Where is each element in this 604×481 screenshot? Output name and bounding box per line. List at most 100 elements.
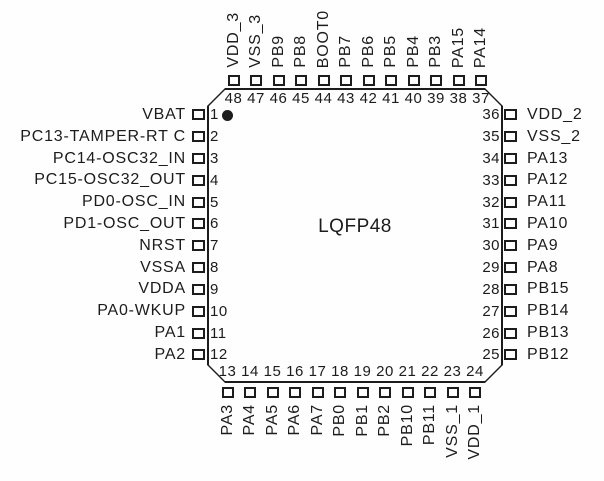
pin-pad [192, 196, 205, 208]
pin-number: 41 [382, 90, 400, 107]
pin-label: PA8 [527, 258, 559, 276]
pin-label: PB6 [359, 35, 377, 68]
pin: 29 PA8 [480, 257, 583, 279]
pin-label: PA9 [527, 236, 559, 254]
pin-label: PA1 [154, 324, 186, 342]
pin: VDD_3 48 [222, 0, 245, 106]
pin-number: 38 [449, 90, 468, 107]
pin-pad [192, 153, 205, 165]
pin-label: PA13 [527, 149, 569, 167]
pin-pad [192, 349, 205, 361]
pin-pad [504, 174, 517, 186]
pin-pad [504, 153, 517, 165]
pin-label: PA12 [527, 171, 569, 189]
pin-pad [504, 349, 517, 361]
pin-pad [446, 387, 459, 398]
pin-number: 37 [472, 90, 490, 107]
pin-number: 12 [210, 346, 228, 364]
pin-label: PB14 [527, 302, 570, 320]
pin-pad [192, 174, 205, 186]
pin-pad [192, 305, 205, 317]
pin-pad [504, 131, 517, 143]
pin: 30 PA9 [480, 235, 583, 257]
pin-number: 44 [314, 90, 333, 107]
pin-number: 24 [466, 363, 484, 380]
pin-pad [244, 387, 256, 398]
pin-number: 23 [443, 363, 462, 380]
pin-number: 16 [286, 363, 304, 380]
pin-number: 43 [337, 90, 355, 107]
pin-pad [192, 109, 205, 121]
pin-label: PB10 [398, 404, 416, 447]
pin-label: PA5 [263, 404, 281, 436]
pin-label: PA10 [527, 214, 569, 232]
pin-number: 30 [482, 237, 500, 255]
pin-label: PC14-OSC32_IN [52, 149, 186, 167]
pin-label: BOOT0 [314, 9, 332, 68]
pin-pad [334, 387, 346, 398]
pin-number: 42 [359, 90, 378, 107]
pin-label: PB0 [331, 404, 348, 437]
pin-label: PB7 [337, 35, 354, 68]
pin-number: 5 [210, 193, 219, 211]
pin-number: 29 [482, 259, 500, 277]
pin-pad [385, 75, 397, 86]
pin-pad [362, 75, 375, 86]
pin-pad [227, 75, 240, 86]
pin-label: PB5 [382, 35, 399, 68]
pin-label: PB2 [376, 404, 393, 437]
pin-pad [311, 387, 324, 398]
pin-label: PB4 [404, 35, 422, 68]
pin-label: PB12 [527, 345, 570, 363]
chip-body [207, 88, 503, 383]
pin-pad [504, 327, 517, 339]
pin-number: 17 [308, 363, 327, 380]
pin-label: PA4 [241, 404, 258, 436]
pin-label: VSS_3 [247, 14, 264, 68]
pin-number: 10 [210, 302, 228, 320]
pin-label: PB13 [527, 324, 570, 342]
pin-pad [192, 262, 205, 274]
pin-pad [356, 387, 369, 398]
pin: PB6 42 [357, 0, 380, 106]
pin-pad [192, 131, 205, 143]
pin-number: 46 [269, 90, 288, 107]
pin-label: PB11 [421, 404, 438, 446]
pin-number: 4 [210, 171, 219, 189]
pin-pad [407, 75, 420, 86]
pin-number: 6 [210, 215, 219, 233]
pin-label: VDD_3 [224, 12, 242, 68]
pin-label: PB1 [353, 404, 371, 437]
pin-pad [469, 387, 481, 398]
pin-label: PC13-TAMPER-RT C [20, 127, 186, 145]
pin-pad [504, 109, 517, 121]
pin-label: VDD_2 [527, 105, 583, 123]
pin-number: 48 [224, 90, 243, 107]
pin-pad [504, 262, 517, 274]
pin-pad [266, 387, 279, 398]
pin-label: PB3 [427, 35, 444, 68]
pin-pad [295, 75, 307, 86]
pin-number: 9 [210, 280, 219, 298]
